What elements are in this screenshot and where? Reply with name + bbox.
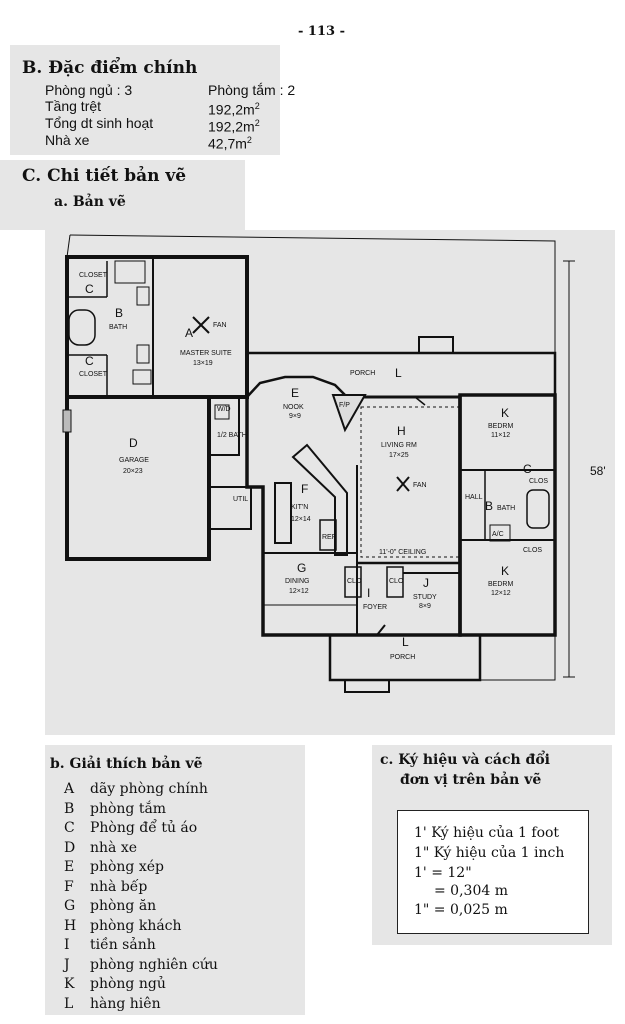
spec-value: 192,2m2 bbox=[208, 118, 260, 135]
room-name: BEDRM bbox=[488, 423, 513, 430]
fan-label: FAN bbox=[213, 322, 227, 329]
room-letter: K bbox=[501, 564, 509, 578]
room-name: PORCH bbox=[350, 370, 375, 377]
subsection-a-title: a. Bản vẽ bbox=[54, 194, 126, 210]
unit-line: = 0,304 m bbox=[434, 883, 508, 899]
clos-label: CLOS bbox=[523, 547, 542, 554]
room-letter: L bbox=[395, 366, 402, 380]
depth-dimension-label: 58' bbox=[590, 464, 606, 478]
floor-plan: 58' A MASTER SUITE 13×19 FAN B BATH C CL… bbox=[62, 234, 606, 693]
spec-label: Phòng ngủ : 3 bbox=[45, 82, 133, 98]
room-size: 17×25 bbox=[389, 452, 409, 459]
room-letter: L bbox=[402, 635, 409, 649]
room-letter: H bbox=[397, 424, 406, 438]
room-name: BATH bbox=[497, 505, 515, 512]
room-name: NOOK bbox=[283, 404, 304, 411]
room-name: STUDY bbox=[413, 594, 437, 601]
util-label: UTIL bbox=[233, 496, 248, 503]
room-letter: C bbox=[85, 282, 94, 296]
unit-line: 1" Ký hiệu của 1 inch bbox=[414, 845, 565, 861]
spec-value: 42,7m2 bbox=[208, 135, 252, 152]
room-name: CLOSET bbox=[79, 272, 108, 279]
room-name: BEDRM bbox=[488, 581, 513, 588]
scan-shade bbox=[45, 745, 305, 1015]
room-letter: I bbox=[367, 586, 370, 600]
subsection-c-title-line2: đơn vị trên bản vẽ bbox=[400, 772, 542, 788]
spec-label: Nhà xe bbox=[45, 132, 90, 148]
clo-label: CLO bbox=[347, 578, 362, 585]
room-size: 8×9 bbox=[419, 603, 431, 610]
room-name: PORCH bbox=[390, 654, 415, 661]
room-letter: B bbox=[115, 306, 123, 320]
room-name: KIT'N bbox=[291, 504, 308, 511]
room-letter: J bbox=[423, 576, 429, 590]
room-letter: D bbox=[129, 436, 138, 450]
ref-label: REF bbox=[322, 534, 336, 541]
room-name: CLOS bbox=[529, 478, 548, 485]
room-letter: C bbox=[523, 462, 532, 476]
section-c-title: C. Chi tiết bản vẽ bbox=[22, 166, 187, 186]
half-bath-label: 1/2 BATH bbox=[217, 432, 247, 439]
room-name: MASTER SUITE bbox=[180, 350, 232, 357]
room-size: 12×14 bbox=[291, 516, 311, 523]
room-size: 12×12 bbox=[491, 590, 511, 597]
room-letter: A bbox=[185, 326, 193, 340]
room-size: 13×19 bbox=[193, 360, 213, 367]
room-letter: E bbox=[291, 386, 299, 400]
room-letter: B bbox=[485, 499, 493, 513]
room-letter: G bbox=[297, 561, 306, 575]
section-b-title: B. Đặc điểm chính bbox=[22, 58, 198, 78]
ceiling-label: 11'-0" CEILING bbox=[379, 549, 426, 556]
scan-shade bbox=[0, 160, 245, 230]
room-size: 12×12 bbox=[289, 588, 309, 595]
subsection-c-title-line1: c. Ký hiệu và cách đổi bbox=[380, 752, 550, 768]
scan-shade bbox=[10, 45, 280, 155]
room-size: 20×23 bbox=[123, 468, 143, 475]
unit-line: 1' Ký hiệu của 1 foot bbox=[414, 825, 560, 841]
units-box: 1' Ký hiệu của 1 foot 1" Ký hiệu của 1 i… bbox=[397, 810, 589, 934]
unit-line: 1" = 0,025 m bbox=[414, 902, 508, 918]
room-size: 9×9 bbox=[289, 413, 301, 420]
spec-label: Tầng trệt bbox=[45, 98, 102, 114]
unit-line: 1' = 12" bbox=[414, 865, 472, 881]
room-letter: F bbox=[301, 482, 308, 496]
room-size: 11×12 bbox=[491, 432, 510, 439]
room-name: CLOSET bbox=[79, 371, 108, 378]
wd-label: W/D bbox=[217, 406, 231, 413]
clo-label: CLO bbox=[389, 578, 404, 585]
room-name: DINING bbox=[285, 578, 310, 585]
spec-value: Phòng tắm : 2 bbox=[208, 82, 296, 98]
room-letter: K bbox=[501, 406, 509, 420]
subsection-b-title: b. Giải thích bản vẽ bbox=[50, 756, 203, 772]
hall-label: HALL bbox=[465, 494, 483, 501]
spec-value: 192,2m2 bbox=[208, 101, 260, 118]
room-name: GARAGE bbox=[119, 457, 149, 464]
room-name: LIVING RM bbox=[381, 442, 417, 449]
ac-label: A/C bbox=[492, 531, 504, 538]
fan-label: FAN bbox=[413, 482, 427, 489]
fp-label: F/P bbox=[339, 402, 350, 409]
page-number: - 113 - bbox=[298, 24, 345, 39]
room-letter: C bbox=[85, 354, 94, 368]
spec-label: Tổng dt sinh hoạt bbox=[45, 115, 154, 131]
room-name: FOYER bbox=[363, 604, 387, 611]
room-name: BATH bbox=[109, 324, 127, 331]
